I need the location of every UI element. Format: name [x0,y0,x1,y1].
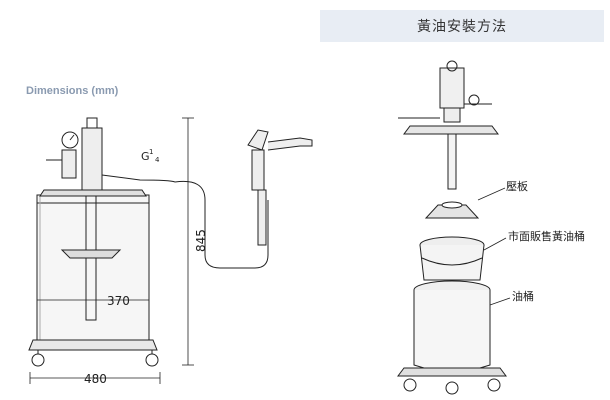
install-caster-right-icon [487,378,501,392]
pump-drawing [28,117,313,384]
outlet-line [101,174,176,183]
drum-body [36,194,150,341]
dimensions-title: Dimensions (mm) [26,85,119,97]
thread-sub: 4 [155,156,160,164]
caster-right-icon [145,353,159,367]
install-caster-center-icon [445,381,459,395]
grease-gun-icon [247,129,313,246]
drum-base [28,339,158,351]
bucket-leader-line [483,237,507,251]
drum-lid [39,189,147,197]
section-title: 黃油安裝方法 [320,10,604,42]
install-bucket-handle [421,257,483,266]
outer-width-label: 480 [84,372,107,386]
pump-cap [86,117,98,129]
drum-label: 油桶 [512,289,534,303]
plate-leader-line [477,187,506,201]
thread-sup: 1 [149,148,153,156]
install-drawing [397,60,511,395]
grease-hose [174,180,269,269]
air-regulator [61,149,77,179]
install-pump-cap [446,60,458,72]
plate-label: 壓板 [506,179,528,193]
install-pump-motor [439,67,465,109]
install-drum-body [413,290,491,372]
install-gauge-icon [468,94,480,106]
pump-motor [81,127,103,191]
install-cover-plate [403,125,499,135]
caster-left-icon [31,353,45,367]
section-title-text: 黃油安裝方法 [417,19,507,35]
inner-width-label: 370 [107,294,130,308]
install-pump-tube [447,133,457,190]
install-cart [397,367,507,377]
height-label: 845 [194,229,208,252]
follower-plate [60,249,122,259]
drum-leader-line [489,297,511,306]
thread-label: G [141,150,150,163]
gauge-needle [69,134,75,141]
market-bucket-label: 市面販售黃油桶 [508,229,585,243]
install-caster-left-icon [403,378,417,392]
install-bucket-body [419,244,485,281]
